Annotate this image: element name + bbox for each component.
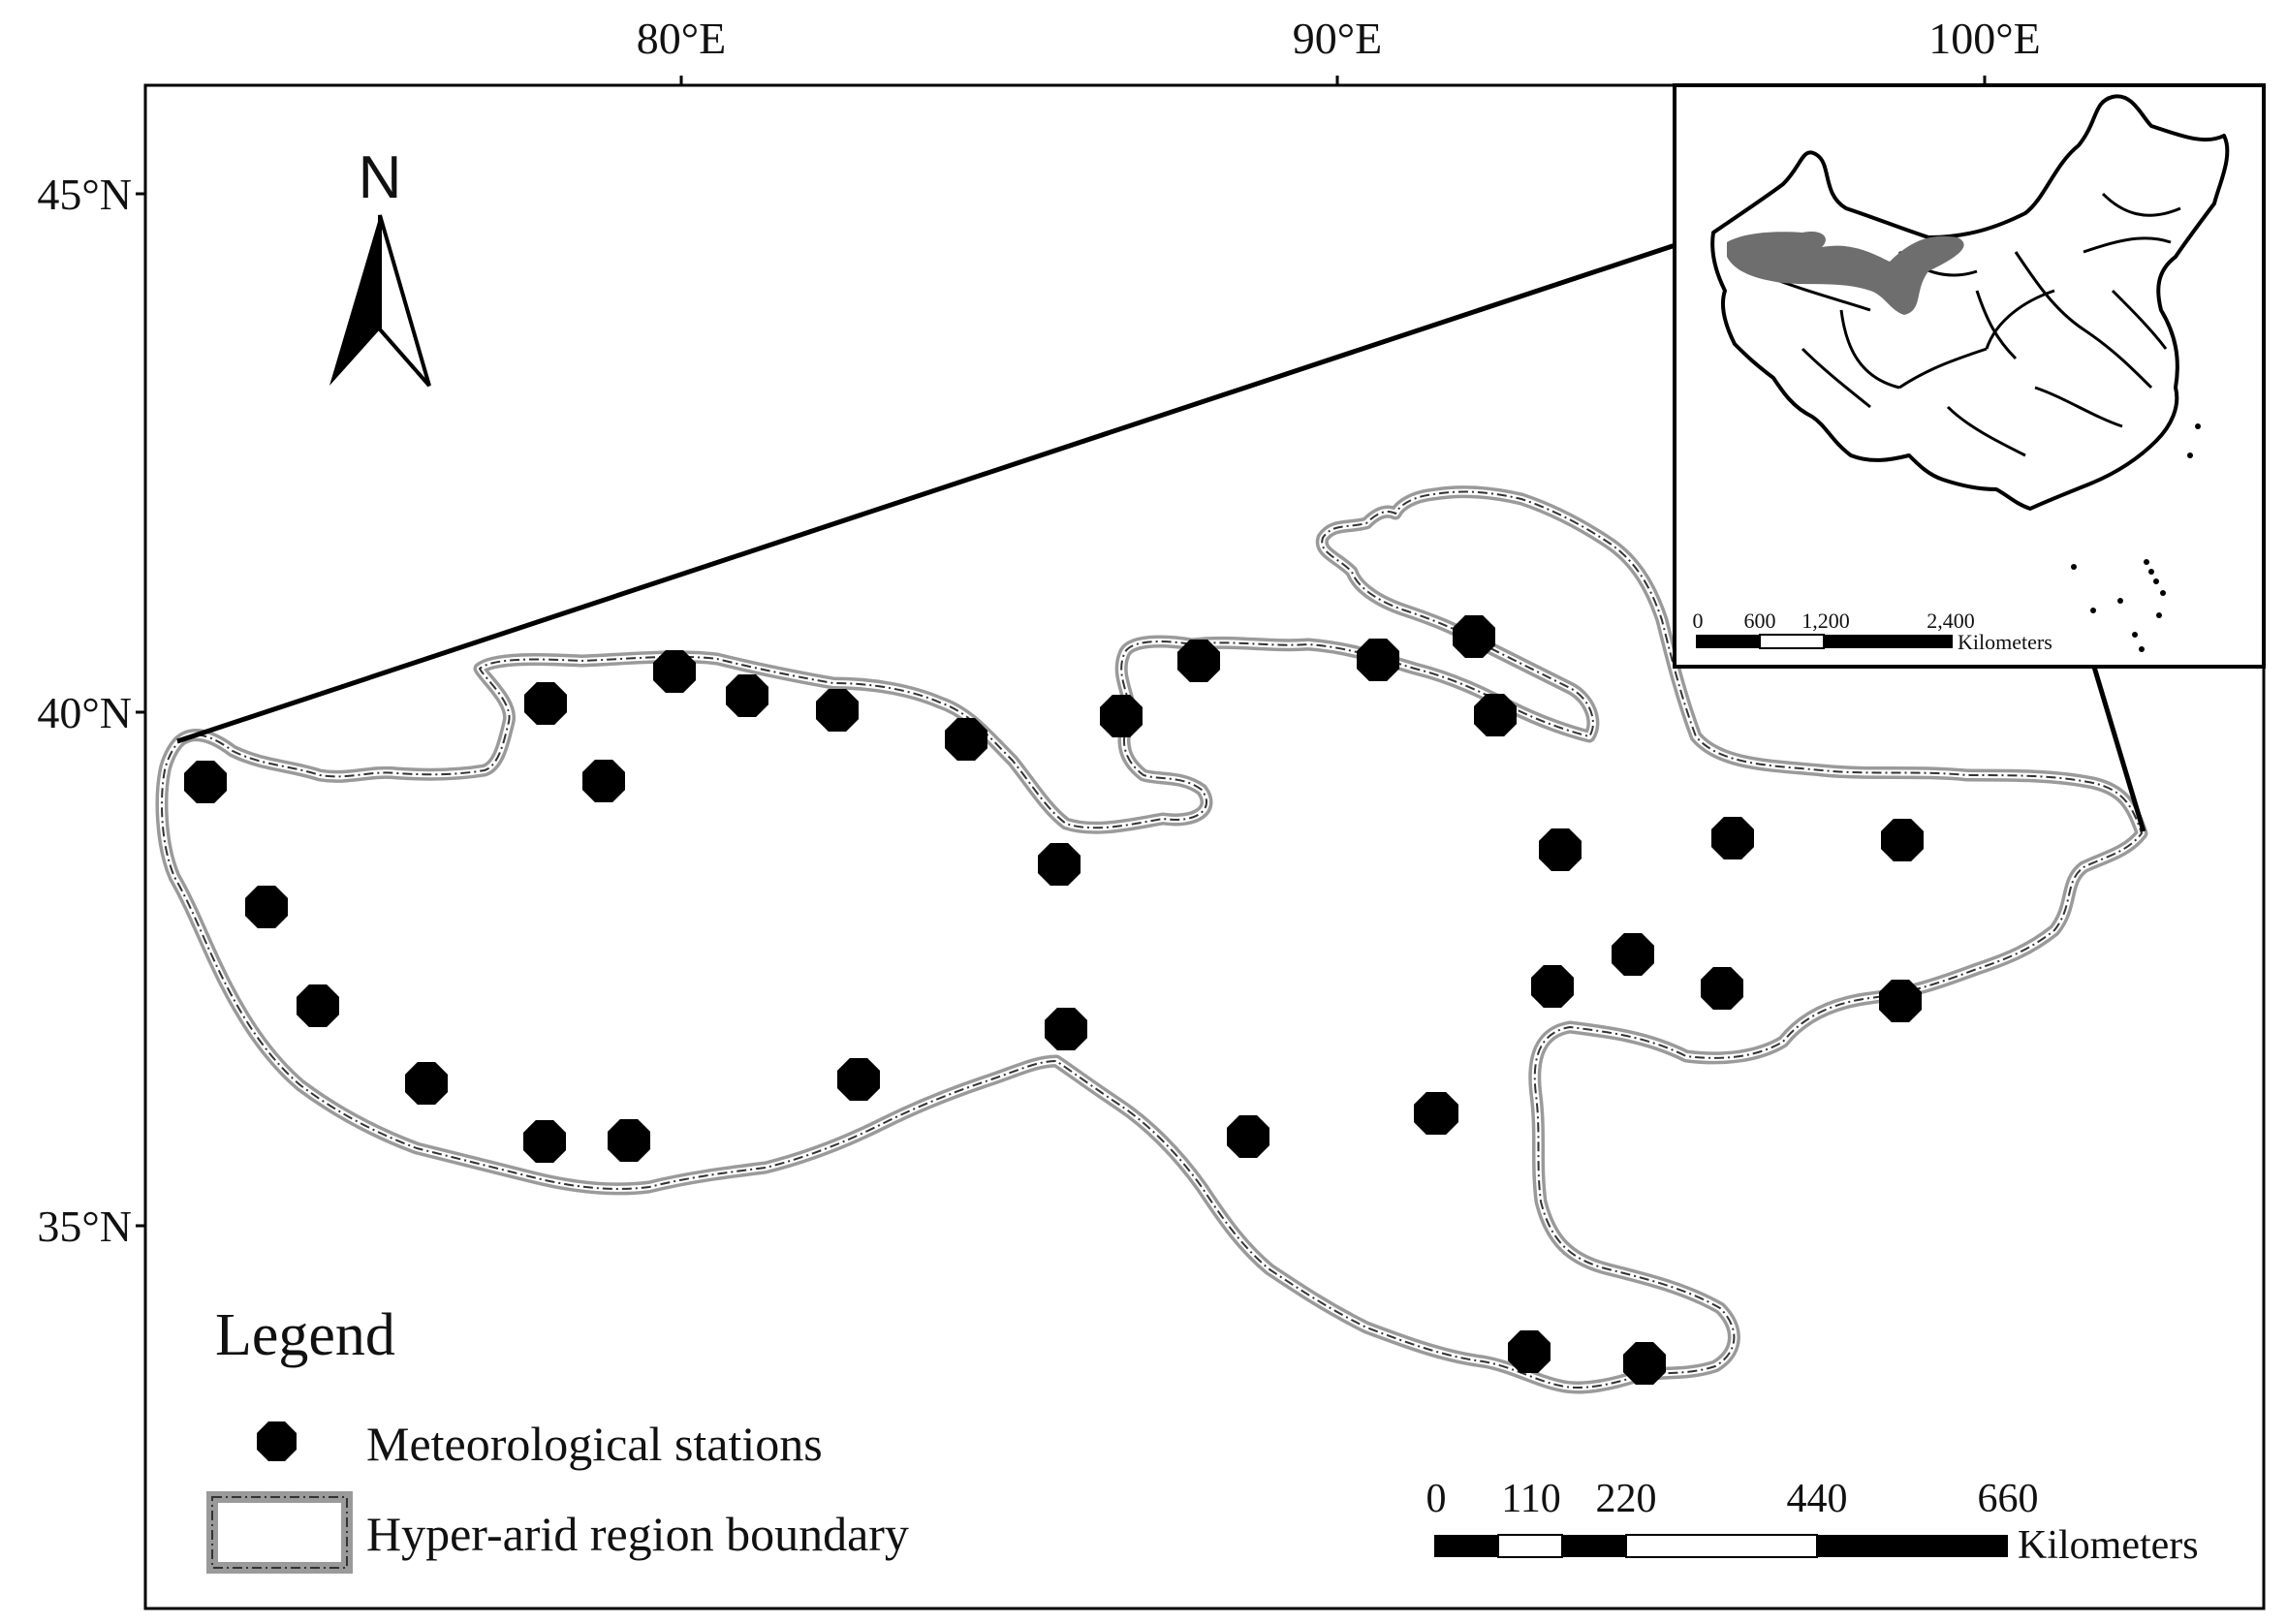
inset-scale-bar: 0 600 1,200 2,400 Kilometers — [1693, 609, 2052, 654]
inset-province-lines — [1753, 192, 2181, 457]
lat-label-45: 45°N — [37, 170, 132, 219]
inset-scale-tick-1200: 1,200 — [1801, 609, 1850, 633]
inset-islands — [2071, 423, 2201, 652]
north-arrow-right-half-icon — [378, 214, 431, 388]
lon-label-100: 100°E — [1928, 14, 2041, 63]
station-icon — [1623, 1342, 1666, 1385]
inset-scale-tick-0: 0 — [1693, 609, 1704, 633]
station-icon — [1474, 694, 1517, 736]
legend: Legend Meteorological stations Hyper-ari… — [206, 1302, 909, 1574]
scale-tick-220: 220 — [1596, 1477, 1657, 1521]
inset-country-outline — [1710, 94, 2230, 511]
station-icon — [816, 689, 859, 732]
station-icon — [837, 1058, 880, 1101]
longitude-axis: 80°E 90°E 100°E — [637, 14, 2041, 85]
inset-map: 0 600 1,200 2,400 Kilometers — [1673, 83, 2266, 669]
station-icon — [1414, 1092, 1457, 1135]
station-icon — [945, 718, 987, 761]
station-icon — [1227, 1115, 1269, 1158]
north-arrow-label: N — [359, 144, 402, 211]
inset-connector-top — [176, 230, 1714, 744]
station-icon — [1879, 980, 1922, 1022]
scale-tick-440: 440 — [1787, 1477, 1848, 1521]
inset-scale-tick-2400: 2,400 — [1927, 609, 1975, 633]
scale-tick-0: 0 — [1426, 1477, 1447, 1521]
station-icon — [1045, 1008, 1087, 1050]
lat-label-40: 40°N — [37, 688, 132, 737]
station-icon — [245, 886, 288, 928]
north-arrow: N — [329, 144, 431, 388]
main-scale-bar: 0 110 220 440 660 Kilometers — [1426, 1477, 2199, 1568]
station-icon — [1711, 817, 1754, 859]
station-icon — [1701, 967, 1743, 1010]
station-icon — [1508, 1330, 1551, 1373]
station-icon — [1612, 933, 1654, 976]
map-frame — [143, 83, 2266, 1610]
legend-item-boundary-label: Hyper-arid region boundary — [366, 1507, 909, 1561]
legend-title: Legend — [215, 1302, 395, 1368]
station-icon — [582, 760, 625, 802]
inset-highlight-region — [1727, 232, 1964, 315]
station-icon — [297, 984, 339, 1027]
station-icon — [1100, 695, 1143, 737]
scale-unit: Kilometers — [2018, 1523, 2199, 1568]
station-icon — [523, 1120, 566, 1163]
station-icon — [184, 761, 227, 803]
scale-tick-660: 660 — [1978, 1477, 2039, 1521]
station-icon — [1038, 843, 1081, 886]
lon-label-80: 80°E — [637, 14, 727, 63]
latitude-axis: 45°N 40°N 35°N — [37, 170, 145, 1251]
station-icon — [1531, 965, 1574, 1008]
station-layer — [184, 615, 1924, 1385]
station-icon — [1539, 828, 1582, 871]
station-icon — [726, 674, 768, 717]
station-icon — [524, 682, 567, 725]
legend-item-stations-label: Meteorological stations — [366, 1417, 823, 1471]
station-icon — [1177, 640, 1220, 682]
inset-scale-unit: Kilometers — [1958, 630, 2052, 654]
lat-label-35: 35°N — [37, 1202, 132, 1251]
legend-station-icon — [257, 1421, 297, 1461]
station-icon — [653, 650, 696, 693]
station-icon — [1357, 639, 1399, 681]
scale-tick-110: 110 — [1501, 1477, 1560, 1521]
boundary-swatch-icon — [206, 1491, 353, 1574]
station-icon — [405, 1062, 448, 1105]
hyper-arid-region — [155, 485, 2148, 1394]
station-icon — [1881, 819, 1924, 861]
inset-scale-tick-600: 600 — [1744, 609, 1776, 633]
station-icon — [608, 1119, 650, 1162]
station-icon — [1453, 615, 1495, 658]
lon-label-90: 90°E — [1293, 14, 1383, 63]
north-arrow-left-half-icon — [329, 215, 380, 386]
